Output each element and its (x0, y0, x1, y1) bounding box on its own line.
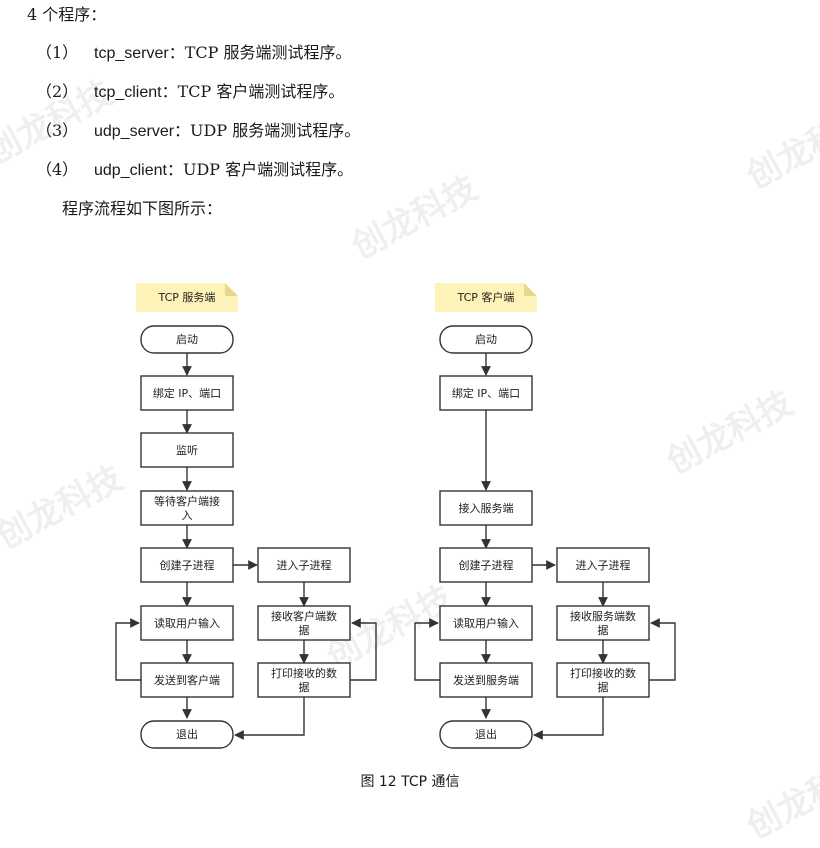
client-read-node (439, 605, 533, 641)
server-start-node (140, 325, 234, 354)
program-name: udp_client (94, 162, 167, 179)
client-connect-node (439, 490, 533, 526)
client-start-label: 启动 (475, 333, 497, 346)
client-bind-label: 绑定 IP、端口 (452, 386, 520, 400)
server-read-node (140, 605, 234, 641)
server-send-label: 发送到客户端 (154, 673, 220, 687)
server-print-label: 据 (299, 680, 310, 694)
server-wait-label: 等待客户端接 (154, 494, 220, 508)
program-name: tcp_client (94, 84, 162, 101)
client-flow-lines (414, 353, 676, 740)
client-recv-label: 接收服务端数 (570, 609, 636, 623)
figure-caption: 图 12 TCP 通信 (360, 774, 460, 790)
server-read-label: 读取用户输入 (154, 616, 220, 630)
program-name: udp_server (94, 123, 175, 140)
program-item-1: （1） tcp_server：TCP 服务端测试程序。 (36, 43, 351, 64)
intro-text: 4 个程序： (27, 5, 107, 24)
client-fork-label: 创建子进程 (459, 558, 514, 572)
program-item-3: （3） udp_server：UDP 服务端测试程序。 (36, 121, 360, 142)
server-recv-label: 据 (299, 623, 310, 637)
client-exit-node (439, 720, 533, 749)
server-wait-node (140, 490, 234, 526)
program-num: （1） (36, 43, 79, 62)
client-connect-label: 接入服务端 (459, 502, 514, 515)
client-child-node (556, 547, 650, 583)
client-send-node (439, 662, 533, 698)
program-name: tcp_server (94, 45, 169, 62)
client-print-node (556, 662, 650, 698)
client-print-label: 据 (598, 680, 609, 694)
client-note: TCP 客户端 (435, 283, 537, 312)
server-exit-label: 退出 (176, 727, 198, 741)
client-send-label: 发送到服务端 (453, 673, 519, 687)
program-num: （4） (36, 160, 79, 179)
server-child-node (257, 547, 351, 583)
server-send-node (140, 662, 234, 698)
client-start-node (439, 325, 533, 354)
server-bind-label: 绑定 IP、端口 (153, 386, 221, 400)
server-print-node (257, 662, 351, 698)
server-recv-label: 接收客户端数 (271, 609, 337, 623)
server-listen-label: 监听 (176, 444, 198, 457)
server-fork-label: 创建子进程 (160, 558, 215, 572)
client-recv-node (556, 605, 650, 641)
program-item-2: （2） tcp_client：TCP 客户端测试程序。 (36, 82, 344, 103)
client-bind-node (439, 375, 533, 411)
server-start-label: 启动 (176, 333, 198, 346)
client-child-label: 进入子进程 (576, 559, 631, 572)
server-bind-node (140, 375, 234, 411)
program-num: （3） (36, 121, 79, 140)
tcp-flowchart: TCP 服务端 启动 绑定 IP、端口 监听 等待客户端接 入 创建子进程 读取… (115, 283, 676, 749)
server-flow-lines (115, 353, 377, 740)
server-print-label: 打印接收的数 (271, 666, 337, 680)
program-desc: ：UDP 服务端测试程序。 (174, 121, 361, 140)
client-read-label: 读取用户输入 (453, 616, 519, 630)
program-desc: ：TCP 客户端测试程序。 (161, 82, 345, 101)
server-note: TCP 服务端 (136, 283, 238, 312)
server-wait-label: 入 (182, 509, 193, 522)
client-fork-node (439, 547, 533, 583)
program-num: （2） (36, 82, 79, 101)
server-recv-node (257, 605, 351, 641)
client-print-label: 打印接收的数 (570, 666, 636, 680)
server-listen-node (140, 432, 234, 468)
client-note-label: TCP 客户端 (457, 290, 515, 304)
server-fork-node (140, 547, 234, 583)
client-exit-label: 退出 (475, 727, 497, 741)
client-recv-label: 据 (598, 623, 609, 637)
program-item-4: （4） udp_client：UDP 客户端测试程序。 (36, 160, 353, 181)
flow-intro-text: 程序流程如下图所示： (62, 199, 223, 218)
program-desc: ：TCP 服务端测试程序。 (168, 43, 352, 62)
server-child-label: 进入子进程 (277, 559, 332, 572)
server-exit-node (140, 720, 234, 749)
program-desc: ：UDP 客户端测试程序。 (166, 160, 354, 179)
server-note-label: TCP 服务端 (158, 291, 216, 304)
